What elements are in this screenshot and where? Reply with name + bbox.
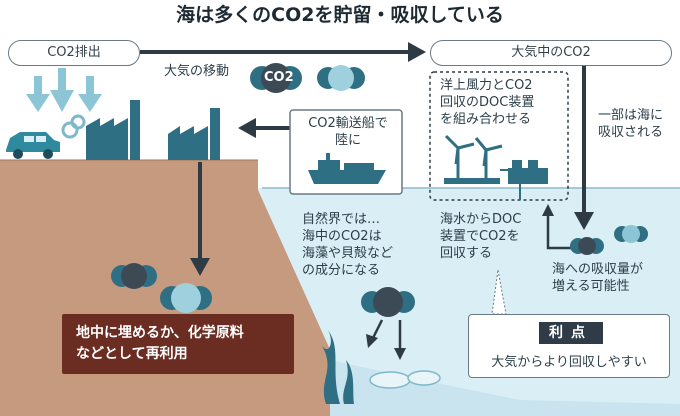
car-icon <box>6 132 60 159</box>
page-title: 海は多くのCO2を貯留・吸収している <box>176 4 504 26</box>
atmospheric-transport-label: 大気の移動 <box>164 64 230 79</box>
emission-arrows-icon <box>26 68 102 112</box>
doc-text-line2: 回収のDOC装置 <box>440 94 535 110</box>
arrow-to-underground <box>190 258 210 276</box>
ship-line2: 陸に <box>334 132 361 148</box>
co2-molecule-air <box>250 63 302 93</box>
seawater-recovery-text: 海水からDOC 装置でCO2を 回収する <box>440 212 550 263</box>
arrow-air-to-sea <box>574 212 594 230</box>
merit-box: 利点 大気からより回収しやすい <box>468 314 670 378</box>
ship-icon <box>308 153 386 184</box>
arrow-emission-to-air <box>408 42 426 62</box>
nature-line1: 自然界では… <box>302 212 381 227</box>
co2-molecule-air-2 <box>317 65 365 91</box>
recovery-line2: 装置でCO2を <box>440 228 520 244</box>
storage-line1: 地中に埋めるか、化学原料 <box>76 325 244 341</box>
absorb-line2: 吸収される <box>598 124 664 140</box>
absorb-line1: 一部は海に <box>598 108 664 123</box>
nature-line4: の成分になる <box>302 262 381 278</box>
recovery-line1: 海水からDOC <box>440 212 522 227</box>
recovery-line3: 回収する <box>440 245 493 261</box>
ship-line1: CO2輸送船で <box>308 116 388 131</box>
doc-text-line3: を組み合わせる <box>440 111 532 127</box>
doc-wind-text: 洋上風力とCO2 回収のDOC装置 を組み合わせる <box>440 78 564 129</box>
co2-molecule-sea <box>570 225 648 255</box>
wind-turbine-icon <box>444 134 503 184</box>
ship-text: CO2輸送船で 陸に <box>300 116 396 150</box>
seaweed-icon <box>322 330 354 404</box>
nature-line3: 海藻や貝殻など <box>302 245 394 261</box>
merit-body: 大気からより回収しやすい <box>491 355 647 370</box>
shell-icon <box>369 370 441 389</box>
co2-molecule-underground <box>111 263 212 313</box>
co2-emission-label: CO2排出 <box>8 40 140 66</box>
exhaust-cloud-icon <box>61 114 86 139</box>
co2-molecule-label: CO2 <box>264 70 294 85</box>
increase-line1: 海への吸収量が <box>552 262 644 277</box>
doc-text-line1: 洋上風力とCO2 <box>440 78 533 93</box>
storage-line2: などとして再利用 <box>76 346 188 362</box>
atmosphere-co2-label: 大気中のCO2 <box>430 40 672 66</box>
doc-dashed-box <box>429 71 569 201</box>
doc-device-icon <box>500 160 548 184</box>
arrow-ship-to-land <box>238 118 256 138</box>
increase-absorption-text: 海への吸収量が 増える可能性 <box>552 262 672 296</box>
nature-text: 自然界では… 海中のCO2は 海藻や貝殻など の成分になる <box>302 212 422 280</box>
underground-storage-box: 地中に埋めるか、化学原料 などとして再利用 <box>62 314 294 374</box>
co2-molecule-seaweed <box>361 287 415 317</box>
increase-line2: 増える可能性 <box>552 278 630 294</box>
partial-absorption-text: 一部は海に 吸収される <box>598 108 678 142</box>
merit-heading: 利点 <box>539 322 603 344</box>
nature-line2: 海中のCO2は <box>302 228 382 244</box>
factory-icon <box>86 100 220 160</box>
